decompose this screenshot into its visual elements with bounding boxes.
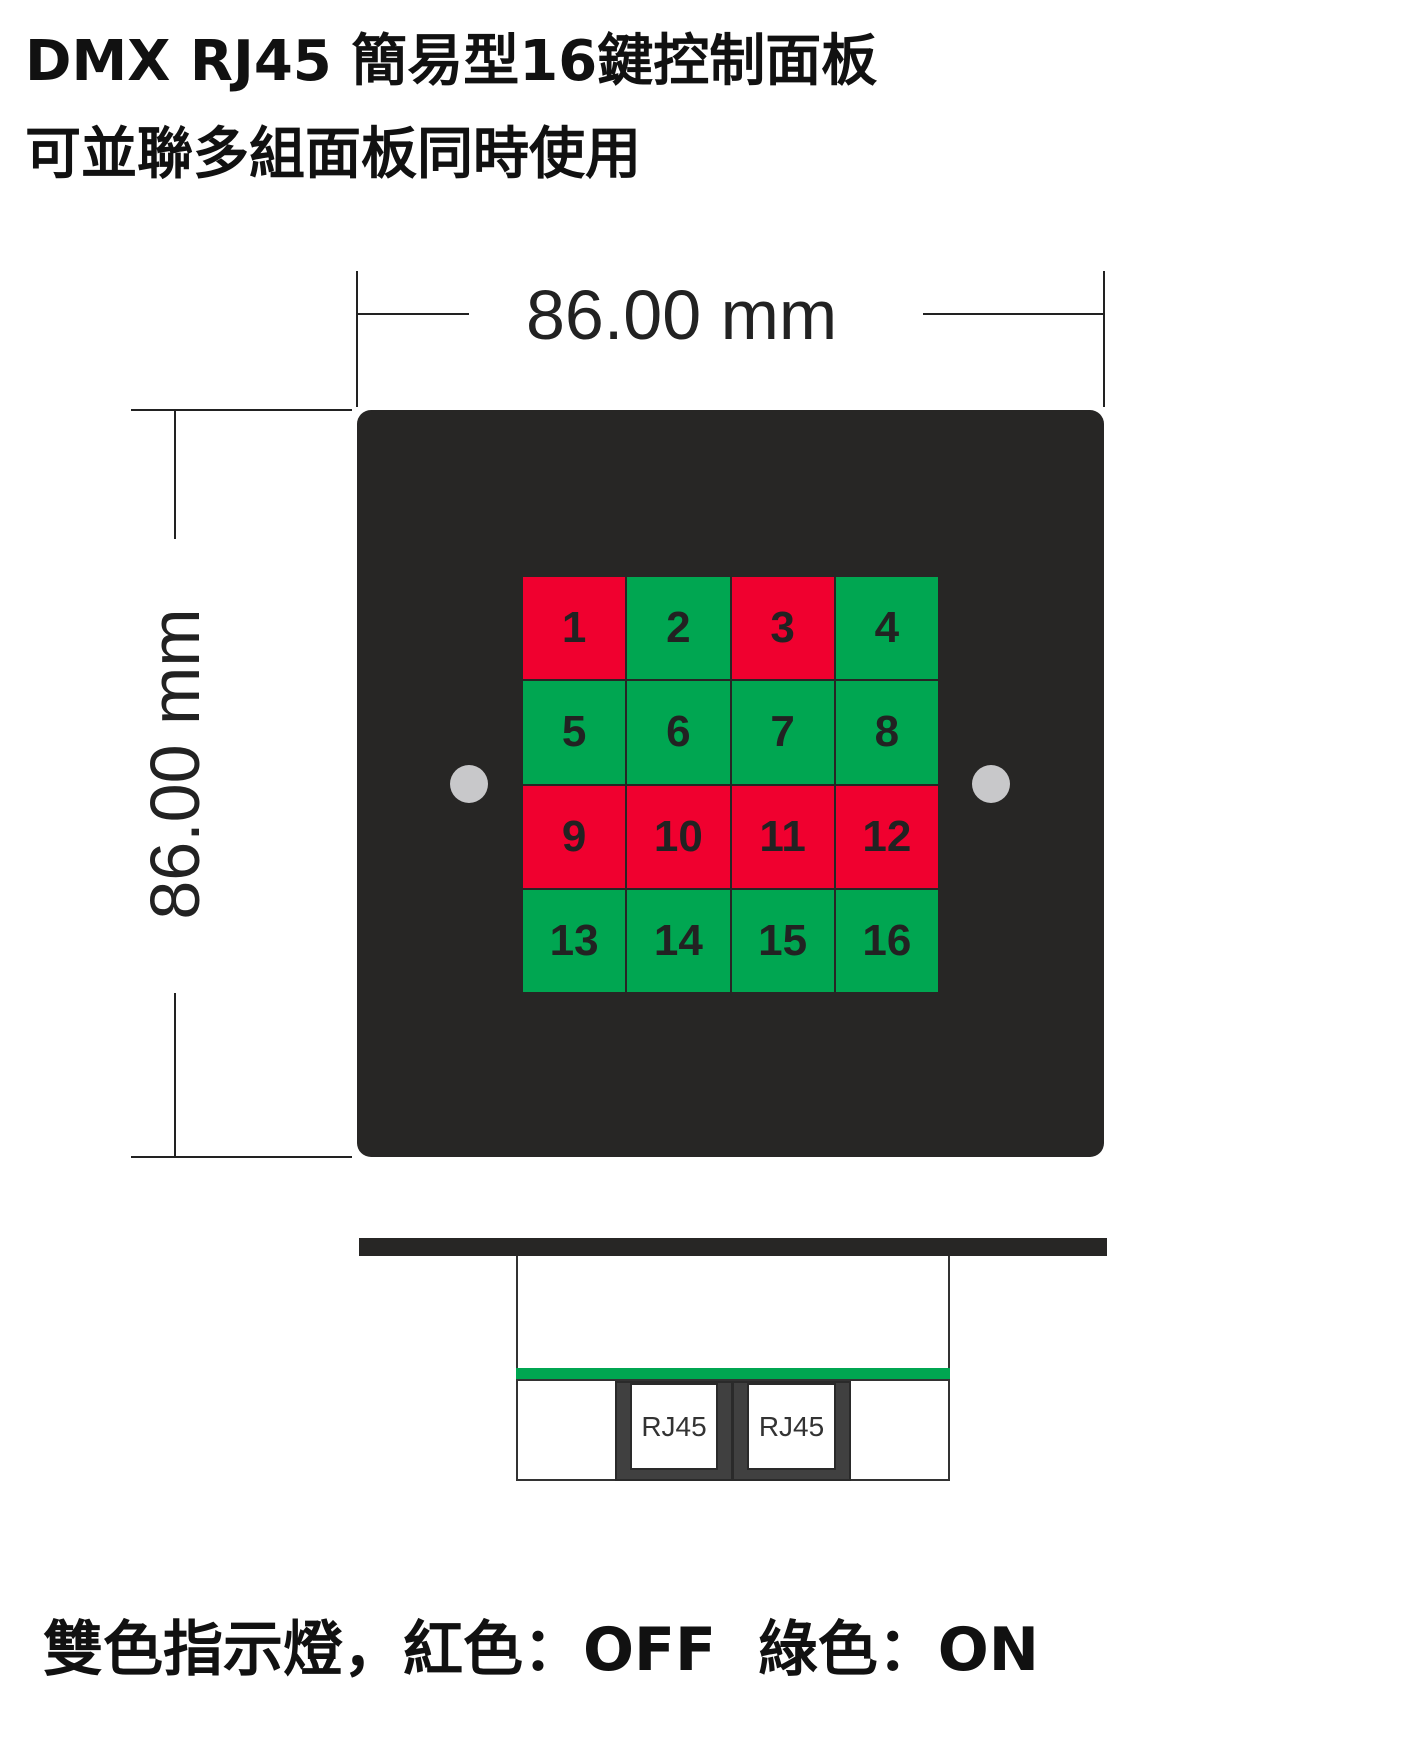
key-5[interactable]: 5 <box>523 681 626 784</box>
key-9[interactable]: 9 <box>523 785 626 888</box>
key-16[interactable]: 16 <box>835 889 938 992</box>
key-14[interactable]: 14 <box>627 889 730 992</box>
dimension-extension-line <box>131 1156 352 1158</box>
dimension-line <box>357 313 469 315</box>
key-12[interactable]: 12 <box>835 785 938 888</box>
height-dimension-label: 86.00 mm <box>136 608 214 920</box>
dimension-line <box>174 410 176 539</box>
mounting-hole <box>972 765 1010 803</box>
key-6[interactable]: 6 <box>627 681 730 784</box>
dimension-extension-line <box>356 271 358 407</box>
dimension-line <box>174 993 176 1157</box>
dimension-extension-line <box>1103 271 1105 407</box>
key-15[interactable]: 15 <box>731 889 834 992</box>
key-13[interactable]: 13 <box>523 889 626 992</box>
key-1[interactable]: 1 <box>523 577 626 680</box>
rj45-label: RJ45 <box>630 1383 718 1470</box>
dimension-extension-line <box>131 409 352 411</box>
width-dimension-label: 86.00 mm <box>526 276 838 354</box>
key-4[interactable]: 4 <box>835 577 938 680</box>
dimension-line <box>923 313 1104 315</box>
key-3[interactable]: 3 <box>731 577 834 680</box>
key-8[interactable]: 8 <box>835 681 938 784</box>
indicator-legend: 雙色指示燈，紅色：OFF 綠色：ON <box>43 1615 1039 1685</box>
panel-side-plate <box>359 1238 1107 1256</box>
key-7[interactable]: 7 <box>731 681 834 784</box>
key-10[interactable]: 10 <box>627 785 730 888</box>
key-2[interactable]: 2 <box>627 577 730 680</box>
pcb-stripe <box>516 1368 950 1381</box>
title-line-2: 可並聯多組面板同時使用 <box>25 122 641 187</box>
key-11[interactable]: 11 <box>731 785 834 888</box>
title-line-1: DMX RJ45 簡易型16鍵控制面板 <box>25 29 878 94</box>
rj45-label: RJ45 <box>747 1383 836 1470</box>
mounting-hole <box>450 765 488 803</box>
